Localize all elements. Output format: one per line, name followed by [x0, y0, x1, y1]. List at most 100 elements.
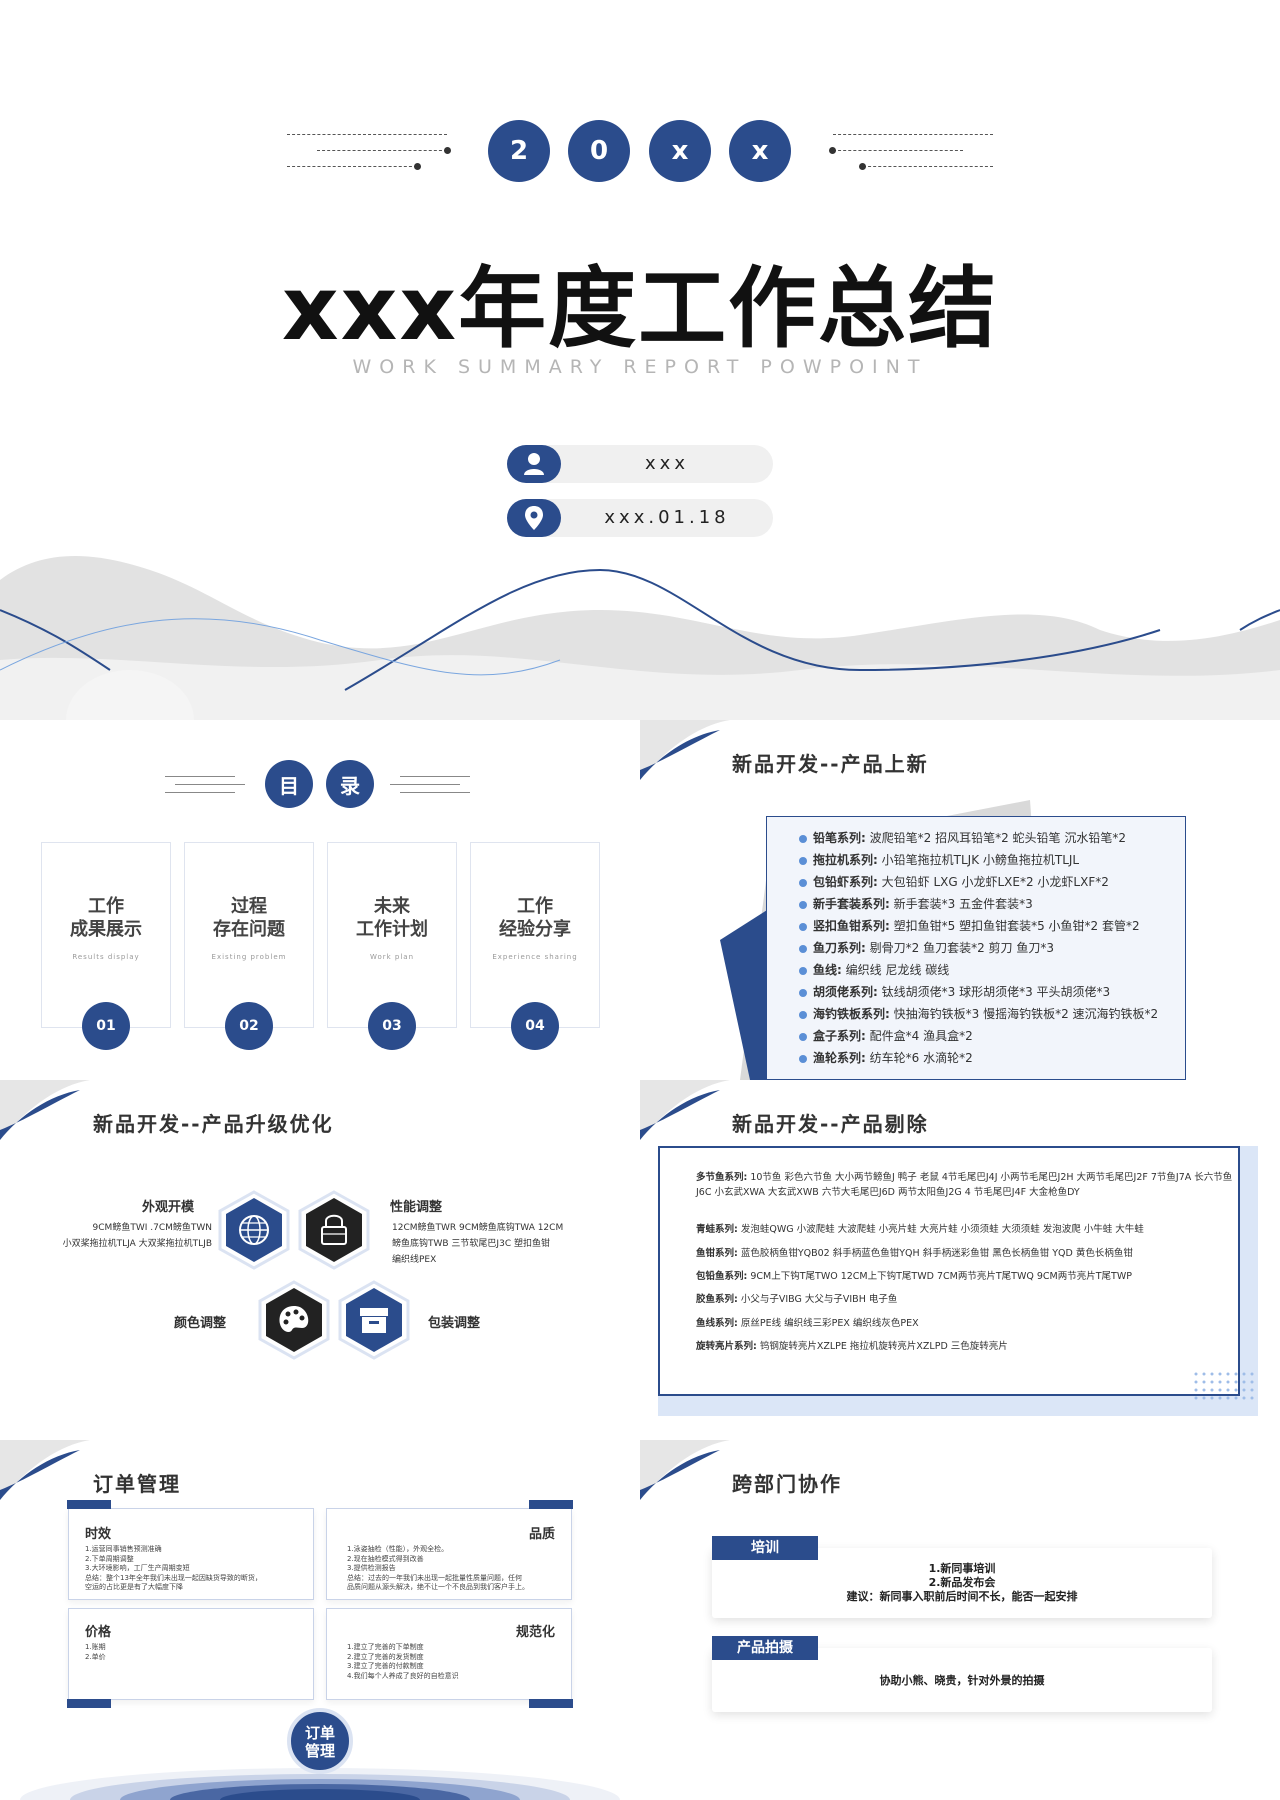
standardization-box: 规范化 1.建立了完善的下单制度 2.建立了完善的发货制度 3.建立了完善的付款…	[326, 1608, 573, 1708]
divider-line	[165, 792, 235, 793]
product-list-card: 铅笔系列: 波爬铅笔*2 招风耳铅笔*2 蛇头铅笔 沉水铅笔*2 拖拉机系列: …	[766, 816, 1186, 1080]
dashed-line	[833, 134, 993, 135]
year-digit-2: 0	[568, 120, 630, 182]
presentation-date: xxx.01.18	[604, 507, 730, 528]
toc-card-2[interactable]: 过程存在问题 Existing problem	[184, 842, 314, 1028]
training-box: 1.新同事培训 2.新品发布会 建议：新同事入职前后时间不长，能否一起安排	[712, 1548, 1212, 1618]
box-tab	[529, 1699, 573, 1708]
dashed-line	[287, 166, 417, 167]
box-text: 1.账期 2.单价	[85, 1643, 106, 1661]
dashed-line	[863, 166, 993, 167]
performance-text: 12CM鳑鱼TWR 9CM鳑鱼底钩TWA 12CM 鳑鱼底钩TWB 三节软尾巴J…	[392, 1223, 564, 1265]
list-item: 拖拉机系列: 小铅笔拖拉机TLJK 小鳑鱼拖拉机TLJL	[799, 851, 1079, 868]
box-heading: 时效	[85, 1527, 112, 1542]
list-item: 新手套装系列: 新手套装*3 五金件套装*3	[799, 895, 1033, 912]
slide-title: 跨部门协作	[732, 1472, 842, 1496]
wave-decoration	[0, 556, 1280, 720]
training-suggestion: 建议：新同事入职前后时间不长，能否一起安排	[846, 1590, 1078, 1603]
price-box: 价格 1.账期 2.单价	[67, 1608, 314, 1708]
bullet-icon	[799, 1032, 807, 1041]
list-item: 盒子系列: 配件盒*4 渔具盒*2	[799, 1027, 973, 1044]
divider-line	[165, 776, 235, 777]
list-item: 旋转亮片系列: 钨钢旋转亮片XZLPE 拖拉机旋转亮片XZLPD 三色旋转亮片	[696, 1341, 1008, 1352]
bullet-icon	[799, 1010, 807, 1019]
dot	[414, 163, 421, 170]
box-tab	[67, 1500, 111, 1509]
ripple-decoration	[20, 1768, 620, 1800]
product-removal-slide: 新品开发--产品剔除 多节鱼系列: 10节鱼 彩色六节鱼 大小两节鳑鱼J 鸭子 …	[640, 1080, 1280, 1440]
box-heading: 价格	[85, 1625, 112, 1640]
location-pin-icon	[507, 499, 561, 537]
toc-card-title: 过程存在问题	[213, 896, 285, 940]
toc-title-char-1: 目	[265, 760, 313, 808]
appearance-label: 外观开模	[142, 1200, 195, 1215]
dot	[444, 147, 451, 154]
corner-decoration	[640, 720, 730, 780]
year-digit-1: 2	[488, 120, 550, 182]
divider-line	[400, 792, 470, 793]
list-item: 包铅虾系列: 大包铅虾 LXG 小龙虾LXE*2 小龙虾LXF*2	[799, 873, 1109, 890]
divider-line	[175, 784, 245, 785]
title-slide: 2 0 x x xxx年度工作总结 WORK SUMMARY REPORT PO…	[0, 0, 1280, 720]
product-launch-slide: 新品开发--产品上新 铅笔系列: 波爬铅笔*2 招风耳铅笔*2 蛇头铅笔 沉水铅…	[640, 720, 1280, 1080]
bullet-icon	[799, 900, 807, 909]
training-line-2: 2.新品发布会	[928, 1576, 996, 1589]
list-item: 胡须佬系列: 钛线胡须佬*3 球形胡须佬*3 平头胡须佬*3	[799, 983, 1110, 1000]
toc-card-1[interactable]: 工作成果展示 Results display	[41, 842, 171, 1028]
list-item: 鱼刀系列: 剔骨刀*2 鱼刀套装*2 剪刀 鱼刀*3	[799, 939, 1054, 956]
toc-number-1: 01	[82, 1002, 130, 1050]
list-item: 铅笔系列: 波爬铅笔*2 招风耳铅笔*2 蛇头铅笔 沉水铅笔*2	[799, 829, 1126, 846]
corner-decoration	[640, 1080, 730, 1140]
slide-title: 订单管理	[93, 1472, 181, 1496]
cross-department-slide: 跨部门协作 1.新同事培训 2.新品发布会 建议：新同事入职前后时间不长，能否一…	[640, 1440, 1280, 1800]
box-tab	[529, 1500, 573, 1509]
training-line-1: 1.新同事培训	[928, 1562, 996, 1575]
bullet-icon	[799, 856, 807, 865]
corner-decoration	[0, 1080, 90, 1140]
toc-card-title: 工作经验分享	[499, 896, 571, 940]
toc-title-char-2: 录	[326, 760, 374, 808]
package-adjust-label: 包装调整	[428, 1316, 481, 1331]
performance-label: 性能调整	[390, 1200, 443, 1215]
box-heading: 规范化	[515, 1625, 555, 1640]
divider-line	[390, 784, 460, 785]
list-item: 鱼线系列: 原丝PE线 编织线三彩PEX 编织线灰色PEX	[696, 1318, 919, 1329]
main-subtitle: WORK SUMMARY REPORT POWPOINT	[352, 356, 928, 378]
list-item: 青蛙系列: 发泡蛙QWG 小波爬蛙 大波爬蛙 小亮片蛙 大亮片蛙 小须须蛙 大须…	[696, 1224, 1144, 1235]
list-item: 多节鱼系列: 10节鱼 彩色六节鱼 大小两节鳑鱼J 鸭子 老鼠 4节毛尾巴J4J…	[696, 1172, 1233, 1198]
dot	[829, 147, 836, 154]
center-label: 订单 管理	[287, 1708, 353, 1774]
globe-icon	[218, 1190, 290, 1270]
toc-card-subtitle: Results display	[72, 953, 140, 961]
list-item: 鱼线: 编织线 尼龙线 碳线	[799, 961, 949, 978]
toc-card-subtitle: Existing problem	[211, 953, 287, 961]
name-pill: xxx	[507, 445, 773, 483]
toc-card-4[interactable]: 工作经验分享 Experience sharing	[470, 842, 600, 1028]
toc-slide: 目 录 工作成果展示 Results display 过程存在问题 Existi…	[0, 720, 640, 1080]
list-item: 竖扣鱼钳系列: 塑扣鱼钳*5 塑扣鱼钳套装*5 小鱼钳*2 套管*2	[799, 917, 1140, 934]
year-digit-3: x	[649, 120, 711, 182]
color-adjust-label: 颜色调整	[174, 1316, 227, 1331]
timeliness-box: 时效 1.运营同事销售预测准确 2.下单周期调整 3.大环境影响，工厂生产周期变…	[67, 1500, 314, 1600]
divider-line	[400, 776, 470, 777]
main-title: xxx年度工作总结	[281, 257, 999, 360]
slide-title: 新品开发--产品剔除	[732, 1112, 929, 1136]
toc-card-subtitle: Experience sharing	[492, 953, 578, 961]
toc-card-3[interactable]: 未来工作计划 Work plan	[327, 842, 457, 1028]
quality-box: 品质 1.泳姿抽检（性能），外观全检。 2.现在抽检模式得到改善 3.提供检测报…	[326, 1500, 573, 1600]
bullet-icon	[799, 944, 807, 953]
box-text: 1.建立了完善的下单制度 2.建立了完善的发货制度 3.建立了完善的付款制度 4…	[347, 1643, 459, 1680]
bullet-icon	[799, 878, 807, 887]
toc-card-title: 工作成果展示	[70, 896, 142, 940]
toc-number-2: 02	[225, 1002, 273, 1050]
order-management-slide: 订单管理 时效 1.运营同事销售预测准确 2.下单周期调整 3.大环境影响，工厂…	[0, 1440, 640, 1800]
toc-card-title: 未来工作计划	[356, 896, 428, 940]
year-digit-4: x	[729, 120, 791, 182]
toc-number-4: 04	[511, 1002, 559, 1050]
list-item: 包铅鱼系列: 9CM上下钩T尾TWO 12CM上下钩T尾TWD 7CM两节亮片T…	[696, 1271, 1132, 1282]
list-item: 胶鱼系列: 小父与子VIBG 大父与子VIBH 电子鱼	[696, 1294, 898, 1305]
bullet-icon	[799, 966, 807, 975]
box-tab	[67, 1699, 111, 1708]
photo-text: 协助小熊、晓贵，针对外景的拍摄	[879, 1674, 1045, 1687]
product-upgrade-slide: 新品开发--产品升级优化 外观开模 9CM鳑鱼TWI .7CM鳑鱼TWN 小双桨…	[0, 1080, 640, 1440]
